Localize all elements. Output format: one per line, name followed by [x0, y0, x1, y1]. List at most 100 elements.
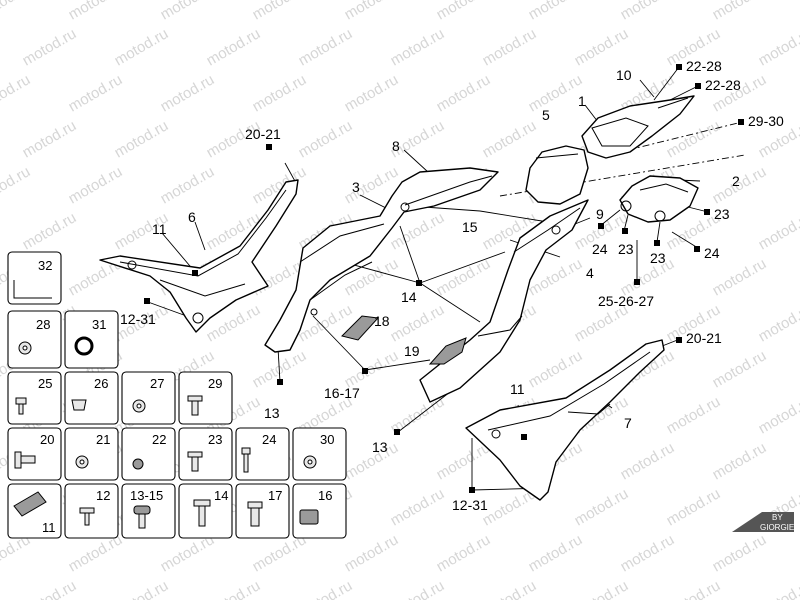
svg-text:12: 12: [96, 488, 110, 503]
hardware-box-21: 21: [65, 428, 118, 480]
watermark-text: motod.ru: [526, 347, 586, 391]
watermark-text: motod.ru: [572, 577, 632, 600]
logo-line-2: GIORGIE: [760, 523, 794, 532]
watermark-text: motod.ru: [342, 531, 402, 575]
watermark-text: motod.ru: [250, 71, 310, 115]
callout-12-31-right: 12-31: [452, 497, 488, 513]
watermark-text: motod.ru: [756, 393, 800, 437]
svg-text:14: 14: [214, 488, 228, 503]
svg-text:22: 22: [152, 432, 166, 447]
hardware-box-20: 20: [8, 428, 61, 480]
svg-text:26: 26: [94, 376, 108, 391]
watermark-text: motod.ru: [526, 0, 586, 23]
watermark-text: motod.ru: [296, 577, 356, 600]
watermark-text: motod.ru: [526, 71, 586, 115]
svg-text:23: 23: [208, 432, 222, 447]
watermark-text: motod.ru: [0, 0, 33, 23]
svg-text:13-15: 13-15: [130, 488, 163, 503]
watermark-text: motod.ru: [20, 117, 80, 161]
callout-4: 4: [586, 265, 594, 281]
callout-20-21-right: 20-21: [686, 330, 722, 346]
callout-24-right: 24: [704, 245, 720, 261]
svg-text:30: 30: [320, 432, 334, 447]
watermark-text: motod.ru: [572, 25, 632, 69]
watermark-text: motod.ru: [434, 0, 494, 23]
callout-16-17: 16-17: [324, 385, 360, 401]
hardware-box-26: 26: [65, 372, 118, 424]
callout-23-right: 23: [714, 206, 730, 222]
callout-29-30: 29-30: [748, 113, 784, 129]
watermark-text: motod.ru: [66, 71, 126, 115]
watermark-text: motod.ru: [388, 25, 448, 69]
callout-2: 2: [732, 173, 740, 189]
callout-7: 7: [624, 415, 632, 431]
watermark-text: motod.ru: [664, 577, 724, 600]
callout-15: 15: [462, 219, 478, 235]
watermark-text: motod.ru: [0, 163, 33, 207]
svg-text:27: 27: [150, 376, 164, 391]
callout-20-21-left: 20-21: [245, 126, 281, 142]
watermark-text: motod.ru: [710, 347, 770, 391]
watermark-text: motod.ru: [756, 301, 800, 345]
watermark-text: motod.ru: [618, 439, 678, 483]
watermark-text: motod.ru: [434, 255, 494, 299]
watermark-text: motod.ru: [664, 393, 724, 437]
hardware-box-23: 23: [179, 428, 232, 480]
part-5-seat-cowl-cover: [526, 146, 588, 204]
watermark-text: motod.ru: [618, 531, 678, 575]
hardware-box-13-15: 13-15: [122, 484, 175, 538]
callout-13-left: 13: [264, 405, 280, 421]
watermark-text: motod.ru: [0, 71, 33, 115]
hardware-box-29: 29: [179, 372, 232, 424]
svg-text:17: 17: [268, 488, 282, 503]
callout-6: 6: [188, 209, 196, 225]
callout-1: 1: [578, 93, 586, 109]
watermark-text: motod.ru: [480, 117, 540, 161]
callout-12-31-left: 12-31: [120, 311, 156, 327]
watermark-text: motod.ru: [710, 0, 770, 23]
watermark-text: motod.ru: [296, 117, 356, 161]
callout-11-left: 11: [152, 221, 167, 237]
hardware-box-30: 30: [293, 428, 346, 480]
callout-19: 19: [404, 343, 420, 359]
callout-22-28-top: 22-28: [686, 58, 722, 74]
watermark-text: motod.ru: [66, 163, 126, 207]
part-2-tail-bracket: [620, 176, 698, 222]
watermark-text: motod.ru: [112, 25, 172, 69]
svg-text:24: 24: [262, 432, 276, 447]
watermark-text: motod.ru: [664, 485, 724, 529]
callout-8: 8: [392, 138, 400, 154]
watermark-text: motod.ru: [20, 209, 80, 253]
watermark-text: motod.ru: [112, 577, 172, 600]
hardware-box-24: 24: [236, 428, 289, 480]
watermark-text: motod.ru: [20, 577, 80, 600]
hardware-box-11: 11: [8, 484, 61, 538]
watermark-text: motod.ru: [20, 25, 80, 69]
hardware-box-28: 28: [8, 311, 61, 368]
watermark-text: motod.ru: [158, 163, 218, 207]
svg-text:11: 11: [42, 520, 56, 535]
watermark-text: motod.ru: [710, 439, 770, 483]
hardware-box-12: 12: [65, 484, 118, 538]
svg-text:21: 21: [96, 432, 110, 447]
watermark-text: motod.ru: [158, 0, 218, 23]
watermark-text: motod.ru: [388, 485, 448, 529]
hardware-box-32: 32: [8, 252, 61, 304]
part-6-side-fairing-left: [100, 180, 298, 332]
watermark-text: motod.ru: [756, 209, 800, 253]
watermark-text: motod.ru: [756, 25, 800, 69]
watermark-text: motod.ru: [710, 255, 770, 299]
callout-5: 5: [542, 107, 550, 123]
watermark-text: motod.ru: [296, 25, 356, 69]
callout-11-right: 11: [510, 381, 525, 397]
logo-line-1: BY: [772, 513, 783, 522]
hardware-box-16: 16: [293, 484, 346, 538]
svg-text:16: 16: [318, 488, 332, 503]
hardware-box-27: 27: [122, 372, 175, 424]
callout-14: 14: [401, 289, 417, 305]
callout-13-right: 13: [372, 439, 388, 455]
watermark-text: motod.ru: [342, 0, 402, 23]
callout-24-left: 24: [592, 241, 608, 257]
watermark-text: motod.ru: [526, 531, 586, 575]
svg-text:29: 29: [208, 376, 222, 391]
